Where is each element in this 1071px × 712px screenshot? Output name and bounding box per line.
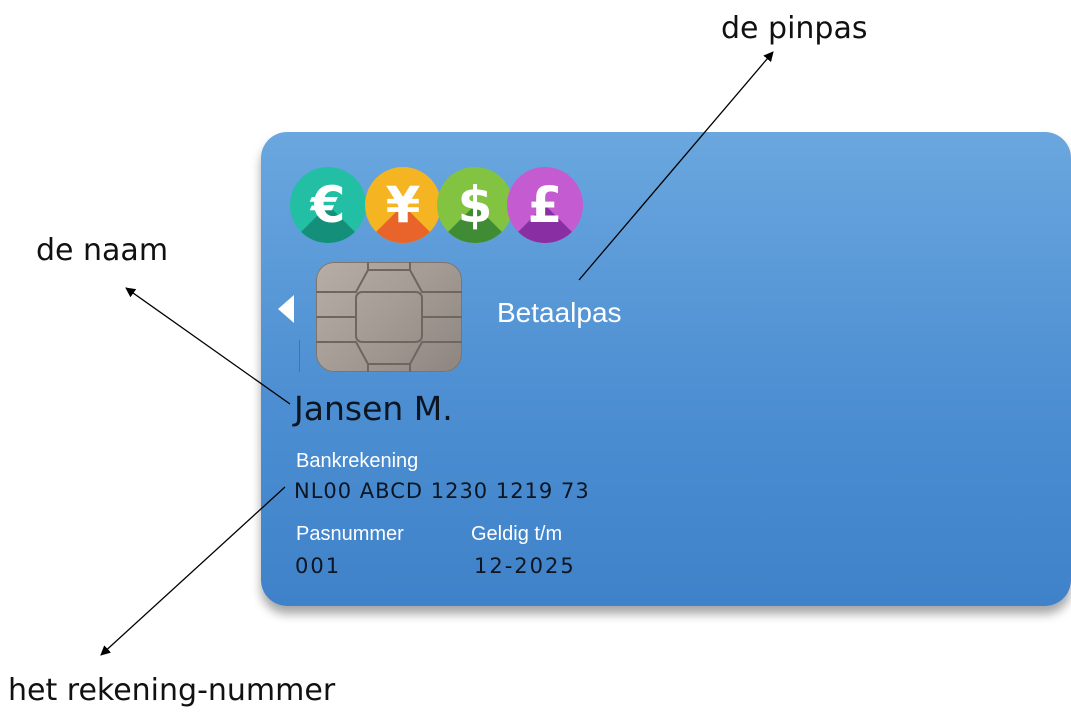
euro-coin-icon: €: [290, 167, 366, 243]
yen-coin-icon: ¥: [365, 167, 441, 243]
card-number-label: Pasnummer: [296, 523, 404, 545]
valid-until-label: Geldig t/m: [471, 523, 563, 545]
chip-icon: [316, 262, 462, 372]
dollar-symbol: $: [457, 176, 493, 234]
account-label: Bankrekening: [296, 450, 419, 472]
yen-symbol: ¥: [385, 176, 421, 234]
card-number-value: 001: [295, 554, 342, 578]
pound-coin-icon: £: [507, 167, 583, 243]
triangle-left-icon: [278, 295, 294, 323]
arrow-to-de-pinpas: [578, 51, 774, 281]
card-edge-line: [299, 340, 300, 372]
valid-until-value: 12-2025: [474, 554, 576, 578]
arrow-to-het-rekening-nummer: [100, 486, 286, 656]
label-het-rekening-nummer: het rekening-nummer: [8, 673, 336, 708]
account-number: NL00 ABCD 1230 1219 73: [294, 479, 590, 503]
card-type-label: Betaalpas: [497, 297, 622, 328]
arrow-to-de-naam: [125, 287, 291, 405]
card-holder-name: Jansen M.: [294, 389, 453, 428]
euro-symbol: €: [310, 176, 346, 234]
pound-symbol: £: [527, 176, 563, 234]
label-de-pinpas: de pinpas: [721, 11, 868, 46]
label-de-naam: de naam: [36, 233, 169, 268]
dollar-coin-icon: $: [437, 167, 513, 243]
